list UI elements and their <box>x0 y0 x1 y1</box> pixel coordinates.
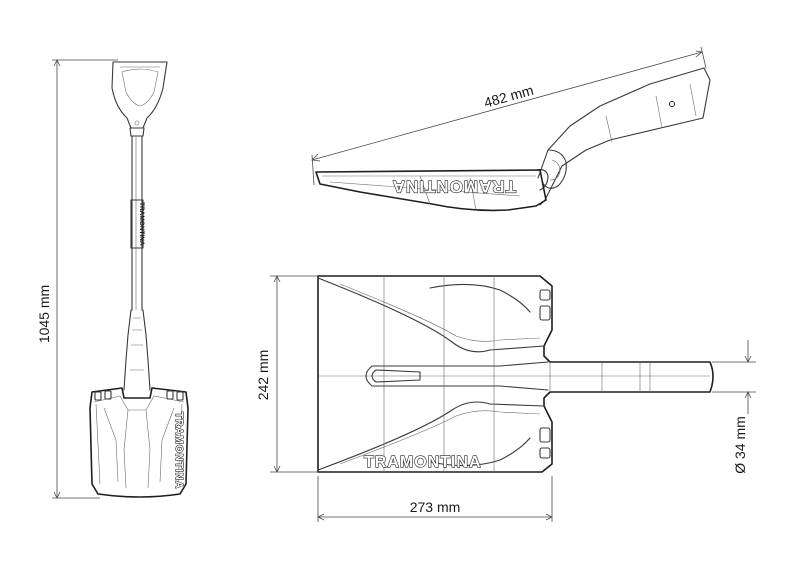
top-view: TRAMONTINA <box>317 275 714 473</box>
shaft-brand-label: TRAMONTINA <box>138 202 145 246</box>
side-view: TRAMONTINA <box>315 67 711 212</box>
blade-height-label: 242 mm <box>255 350 271 401</box>
top-blade-brand: TRAMONTINA <box>364 454 482 471</box>
blade-width-label: 273 mm <box>410 499 461 515</box>
dimension-total-length: 1045 mm <box>36 59 118 499</box>
dimension-blade-length: 482 mm <box>311 46 707 186</box>
dimension-handle-diameter: Ø 34 mm <box>712 340 756 474</box>
handle-diameter-label: Ø 34 mm <box>732 416 748 474</box>
total-length-label: 1045 mm <box>36 285 52 343</box>
front-blade-brand: TRAMONTINA <box>173 412 184 489</box>
front-view: TRAMONTINA TRAMONTINA <box>89 61 189 498</box>
dimension-blade-width: 273 mm <box>317 476 553 522</box>
blade-length-label: 482 mm <box>482 82 535 111</box>
side-blade-brand: TRAMONTINA <box>392 177 516 196</box>
dimension-blade-height: 242 mm <box>255 275 318 473</box>
